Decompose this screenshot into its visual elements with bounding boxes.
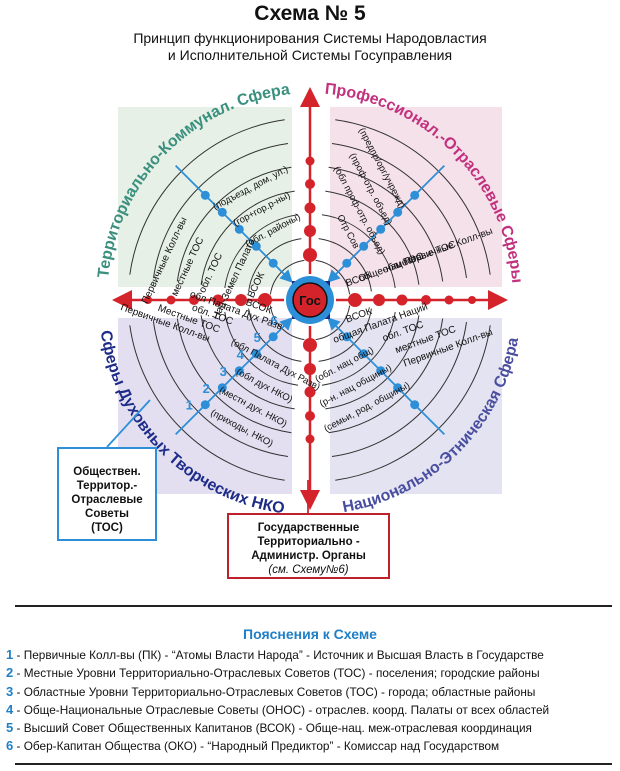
axis-dot-left-5 <box>166 295 176 305</box>
axis-dot-right-1 <box>348 293 362 307</box>
axis-dot-right-3 <box>396 294 408 306</box>
axis-dot-left-4 <box>189 295 199 305</box>
gos-line-2: Территориально - <box>257 536 360 548</box>
level-number-5: 5 <box>254 330 261 345</box>
axis-dot-left-1 <box>258 293 272 307</box>
legend-item-3: 3 - Областные Уровни Территориально-Отра… <box>6 683 536 699</box>
center-label: Гос <box>299 293 321 308</box>
axis-dot-up-3 <box>304 202 316 214</box>
diagonal-dot-1-1 <box>268 258 278 268</box>
diagonal-dot-1-4 <box>217 207 227 217</box>
legend-item-5: 5 - Высший Совет Общественных Капитанов … <box>6 720 532 736</box>
diagonal-dot-3-4 <box>217 383 227 393</box>
diagonal-dot-1-2 <box>251 241 261 251</box>
diagonal-dot-2-5 <box>410 190 420 200</box>
tos-line-1: Обществен. <box>73 466 141 478</box>
page-title: Схема № 5 <box>254 2 366 25</box>
legend-title: Пояснения к Схеме <box>243 626 377 642</box>
axis-dot-up-4 <box>305 179 315 189</box>
axis-dot-down-3 <box>304 386 316 398</box>
level-number-3: 3 <box>220 364 227 379</box>
connector-tos <box>106 399 151 448</box>
legend: 1 - Первичные Колл-вы (ПК) - “Атомы Влас… <box>6 646 616 756</box>
page-subtitle: Принцип функционирования Системы Народов… <box>0 30 620 64</box>
diagonal-dot-2-4 <box>393 207 403 217</box>
diagonal-dot-4-4 <box>393 383 403 393</box>
axis-dot-down-5 <box>305 434 315 444</box>
tos-box: Обществен. Территор.- Отраслевые Советы … <box>57 447 157 541</box>
diagonal-dot-4-2 <box>359 349 369 359</box>
axis-dot-up-2 <box>304 225 316 237</box>
axis-dot-down-1 <box>303 338 317 352</box>
center-circle <box>292 282 328 318</box>
gos-line-3: Администр. Органы <box>251 550 366 562</box>
axis-dots <box>144 156 476 444</box>
divider-top <box>15 605 612 607</box>
diagonal-dot-4-1 <box>342 332 352 342</box>
level-number-2: 2 <box>203 381 210 396</box>
diagonal-dot-2-1 <box>342 258 352 268</box>
tos-line-3: Отраслевые <box>71 494 143 506</box>
level-number-1: 1 <box>186 398 193 413</box>
legend-item-2: 2 - Местные Уровни Территориально-Отрасл… <box>6 665 540 681</box>
axis-dot-left-6 <box>144 296 152 304</box>
gos-note: (см. Схему№6) <box>268 564 349 576</box>
axis-dot-right-2 <box>373 294 385 306</box>
diagonal-dot-3-1 <box>268 332 278 342</box>
axis-dot-left-2 <box>235 294 247 306</box>
axis-dot-down-2 <box>304 363 316 375</box>
diagonal-dot-4-5 <box>410 400 420 410</box>
diagonal-dot-2-2 <box>359 241 369 251</box>
gos-line-1: Государственные <box>257 522 360 534</box>
diagonal-dot-1-5 <box>200 190 210 200</box>
tos-line-5: (ТОС) <box>91 522 123 534</box>
diagonal-dot-4-3 <box>376 366 386 376</box>
subtitle-line-1: Принцип функционирования Системы Народов… <box>133 30 487 46</box>
axis-dot-right-6 <box>468 296 476 304</box>
legend-item-1: 1 - Первичные Колл-вы (ПК) - “Атомы Влас… <box>6 647 544 662</box>
level-number-4: 4 <box>237 347 245 362</box>
subtitle-line-2: и Исполнительной Системы Госуправления <box>167 47 453 63</box>
divider-bottom <box>15 763 612 765</box>
level-number-6: 6 <box>270 313 277 328</box>
legend-item-6: 6 - Обер-Капитан Общества (ОКО) - “Народ… <box>6 738 500 754</box>
diagonal-dot-3-2 <box>251 349 261 359</box>
diagonal-dot-2-3 <box>376 224 386 234</box>
tos-line-4: Советы <box>85 508 129 520</box>
tos-line-2: Территор.- <box>76 480 138 492</box>
axis-dot-up-5 <box>305 156 315 166</box>
axis-dot-right-5 <box>444 295 454 305</box>
axis-dot-up-1 <box>303 248 317 262</box>
axis-dot-left-3 <box>212 294 224 306</box>
axis-dot-down-4 <box>305 411 315 421</box>
legend-item-4: 4 - Обще-Национальные Отраслевые Советы … <box>6 701 550 717</box>
axis-dot-right-4 <box>421 295 431 305</box>
gos-box: Государственные Территориально - Админис… <box>227 513 390 579</box>
diagonal-dot-1-3 <box>234 224 244 234</box>
diagonal-dot-3-5 <box>200 400 210 410</box>
diagonal-dot-3-3 <box>234 366 244 376</box>
